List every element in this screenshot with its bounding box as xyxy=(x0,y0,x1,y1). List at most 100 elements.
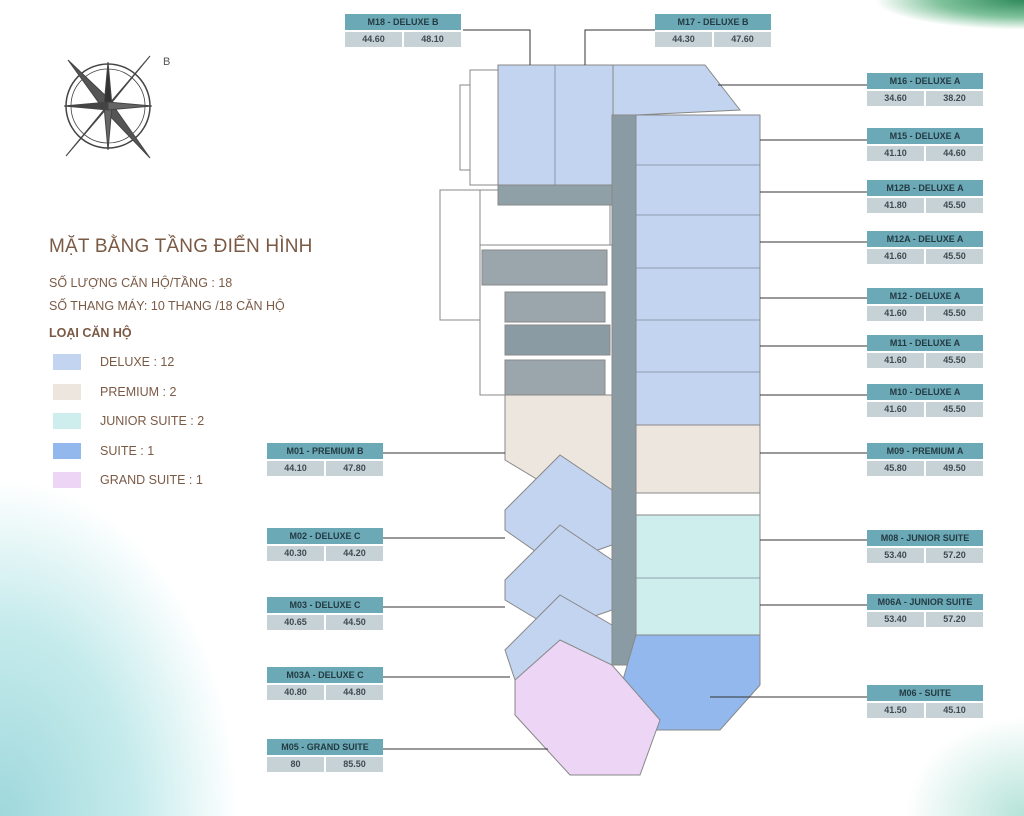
unit-m16 xyxy=(612,64,741,116)
unit-name: M06 - SUITE xyxy=(867,685,983,701)
area-gross: 44.50 xyxy=(324,615,383,630)
unit-name: M17 - DELUXE B xyxy=(655,14,771,30)
elevator-count: SỐ THANG MÁY: 10 THANG /18 CĂN HỘ xyxy=(49,299,285,313)
area-net: 40.80 xyxy=(284,687,307,697)
area-net: 41.80 xyxy=(884,200,907,210)
area-gross: 45.50 xyxy=(924,353,983,368)
unit-name: M12A - DELUXE A xyxy=(867,231,983,247)
area-gross: 57.20 xyxy=(924,548,983,563)
unit-m09 xyxy=(635,424,761,494)
unit-tag: M16 - DELUXE A 34.60 38.20 xyxy=(867,73,983,106)
unit-tag: M05 - GRAND SUITE 80 85.50 xyxy=(267,739,383,772)
area-net: 80 xyxy=(290,759,301,769)
unit-name: M03 - DELUXE C xyxy=(267,597,383,613)
area-net: 41.10 xyxy=(884,148,907,158)
unit-tag: M08 - JUNIOR SUITE 53.40 57.20 xyxy=(867,530,983,563)
unit-name: M11 - DELUXE A xyxy=(867,335,983,351)
legend-label: SUITE : 1 xyxy=(100,443,155,458)
unit-m05 xyxy=(514,639,661,776)
area-gross: 45.10 xyxy=(924,703,983,718)
area-gross: 48.10 xyxy=(402,32,461,47)
unit-m02 xyxy=(504,454,613,566)
legend-swatch xyxy=(53,413,81,429)
area-gross: 44.80 xyxy=(324,685,383,700)
area-net: 53.40 xyxy=(884,550,907,560)
unit-tag: M09 - PREMIUM A 45.80 49.50 xyxy=(867,443,983,476)
unit-name: M09 - PREMIUM A xyxy=(867,443,983,459)
unit-tag: M18 - DELUXE B 44.60 48.10 xyxy=(345,14,461,47)
units-per-floor: SỐ LƯỢNG CĂN HỘ/TẦNG : 18 xyxy=(49,276,233,290)
compass-icon xyxy=(63,55,153,159)
area-net: 44.30 xyxy=(672,34,695,44)
area-net: 40.65 xyxy=(284,617,307,627)
area-net: 41.60 xyxy=(884,308,907,318)
area-net: 53.40 xyxy=(884,614,907,624)
unit-name: M06A - JUNIOR SUITE xyxy=(867,594,983,610)
unit-tag: M03 - DELUXE C 40.65 44.50 xyxy=(267,597,383,630)
unit-tag: M06 - SUITE 41.50 45.10 xyxy=(867,685,983,718)
unit-name: M03A - DELUXE C xyxy=(267,667,383,683)
legend-item: SUITE : 1 xyxy=(53,442,154,460)
legend-label: DELUXE : 12 xyxy=(100,355,175,369)
unit-name: M10 - DELUXE A xyxy=(867,384,983,400)
legend-label: PREMIUM : 2 xyxy=(100,384,177,399)
unit-name: M18 - DELUXE B xyxy=(345,14,461,30)
unit-name: M15 - DELUXE A xyxy=(867,128,983,144)
area-net: 41.60 xyxy=(884,404,907,414)
corridor xyxy=(611,114,637,666)
watercolor-decoration xyxy=(0,476,240,816)
legend-item: JUNIOR SUITE : 2 xyxy=(53,412,204,430)
unit-name: M02 - DELUXE C xyxy=(267,528,383,544)
legend-swatch xyxy=(53,383,81,400)
legend-title: LOẠI CĂN HỘ xyxy=(49,326,132,340)
unit-tag: M10 - DELUXE A 41.60 45.50 xyxy=(867,384,983,417)
area-gross: 44.60 xyxy=(924,146,983,161)
leaf-decoration xyxy=(874,0,1024,30)
unit-name: M05 - GRAND SUITE xyxy=(267,739,383,755)
area-gross: 45.50 xyxy=(924,249,983,264)
units-junior-suite xyxy=(635,514,761,636)
area-gross: 85.50 xyxy=(324,757,383,772)
watercolor-decoration xyxy=(904,716,1024,816)
area-gross: 38.20 xyxy=(924,91,983,106)
unit-tag: M03A - DELUXE C 40.80 44.80 xyxy=(267,667,383,700)
area-net: 40.30 xyxy=(284,548,307,558)
area-net: 41.50 xyxy=(884,705,907,715)
unit-name: M12B - DELUXE A xyxy=(867,180,983,196)
legend-swatch xyxy=(53,442,81,459)
area-gross: 45.50 xyxy=(924,306,983,321)
area-net: 34.60 xyxy=(884,93,907,103)
unit-name: M16 - DELUXE A xyxy=(867,73,983,89)
unit-tag: M12A - DELUXE A 41.60 45.50 xyxy=(867,231,983,264)
area-gross: 47.60 xyxy=(712,32,771,47)
area-gross: 45.50 xyxy=(924,402,983,417)
area-net: 44.60 xyxy=(362,34,385,44)
unit-tag: M12B - DELUXE A 41.80 45.50 xyxy=(867,180,983,213)
legend-item: PREMIUM : 2 xyxy=(53,383,176,401)
legend-item: GRAND SUITE : 1 xyxy=(53,471,203,489)
building xyxy=(439,64,761,776)
unit-name: M08 - JUNIOR SUITE xyxy=(867,530,983,546)
area-gross: 45.50 xyxy=(924,198,983,213)
area-net: 41.60 xyxy=(884,251,907,261)
area-net: 44.10 xyxy=(284,463,307,473)
area-net: 45.80 xyxy=(884,463,907,473)
unit-m18-m17 xyxy=(497,64,614,186)
legend-item: DELUXE : 12 xyxy=(53,353,174,371)
legend-label: JUNIOR SUITE : 2 xyxy=(100,414,205,428)
units-deluxe-a xyxy=(635,114,761,426)
area-gross: 49.50 xyxy=(924,461,983,476)
page-title: MẶT BẰNG TẦNG ĐIỂN HÌNH xyxy=(49,236,313,257)
leader-lines xyxy=(383,29,867,750)
legend-swatch xyxy=(53,472,81,488)
compass-north-label: B xyxy=(163,56,171,68)
legend-swatch xyxy=(53,354,81,370)
unit-tag: M17 - DELUXE B 44.30 47.60 xyxy=(655,14,771,47)
unit-tag: M15 - DELUXE A 41.10 44.60 xyxy=(867,128,983,161)
